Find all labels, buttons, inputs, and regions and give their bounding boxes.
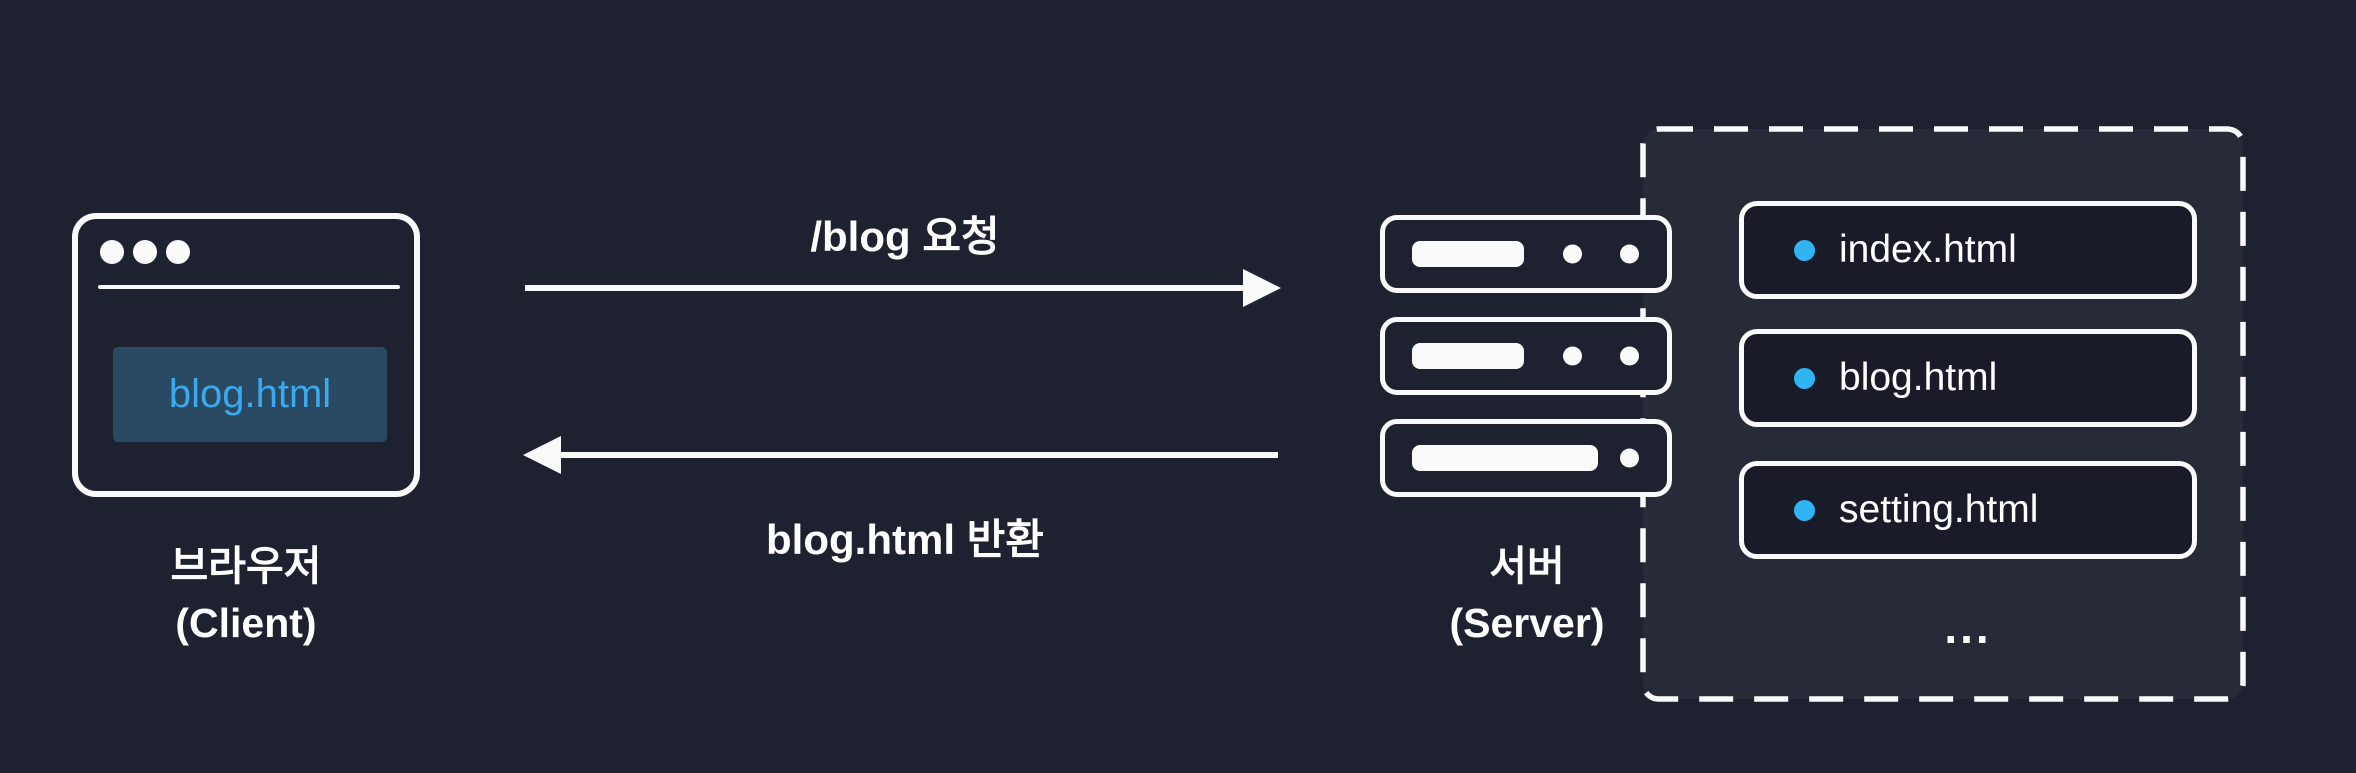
file-name: blog.html	[1839, 356, 1998, 399]
server-led-dot	[1563, 244, 1582, 264]
server-unit-icon	[1380, 419, 1672, 497]
file-bullet-icon	[1794, 239, 1815, 261]
request-label: /blog 요청	[810, 213, 1000, 260]
window-control-dot-icon	[166, 240, 190, 264]
response-arrow-icon	[523, 436, 1278, 474]
request-arrow-icon	[525, 269, 1281, 307]
server-led-bar	[1412, 241, 1524, 267]
server-caption-english: (Server)	[1449, 599, 1605, 646]
response-arrow-head	[523, 436, 561, 474]
request-arrow-head	[1243, 269, 1281, 307]
window-control-dot-icon	[133, 240, 157, 264]
browser-caption-english: (Client)	[175, 599, 317, 646]
file-item: setting.html	[1739, 461, 2197, 559]
server-caption: 서버 (Server)	[1322, 538, 1732, 651]
highlighted-file-chip: blog.html	[113, 347, 387, 442]
server-caption-korean: 서버	[1489, 543, 1565, 589]
file-name: index.html	[1839, 228, 2017, 271]
more-files-ellipsis: ...	[1944, 601, 1992, 653]
highlighted-file-label: blog.html	[168, 372, 332, 416]
server-led-bar	[1412, 343, 1524, 369]
server-led-dot	[1620, 346, 1639, 366]
server-led-dot	[1620, 448, 1639, 468]
browser-caption-korean: 브라우저	[170, 543, 322, 589]
file-item: blog.html	[1739, 329, 2197, 427]
browser-caption: 브라우저 (Client)	[41, 538, 451, 651]
server-led-dot	[1620, 244, 1639, 264]
file-bullet-icon	[1794, 367, 1815, 389]
server-rack-icon	[1380, 215, 1672, 521]
browser-window: blog.html	[72, 213, 420, 497]
browser-toolbar-divider	[98, 285, 400, 289]
file-item: index.html	[1739, 201, 2197, 299]
server-unit-icon	[1380, 317, 1672, 395]
server-unit-icon	[1380, 215, 1672, 293]
file-bullet-icon	[1794, 499, 1815, 521]
server-led-bar	[1412, 445, 1598, 471]
window-control-dot-icon	[100, 240, 124, 264]
response-label: blog.html 반환	[766, 516, 1044, 563]
file-name: setting.html	[1839, 488, 2039, 531]
server-led-dot	[1563, 346, 1582, 366]
window-controls	[100, 240, 190, 264]
